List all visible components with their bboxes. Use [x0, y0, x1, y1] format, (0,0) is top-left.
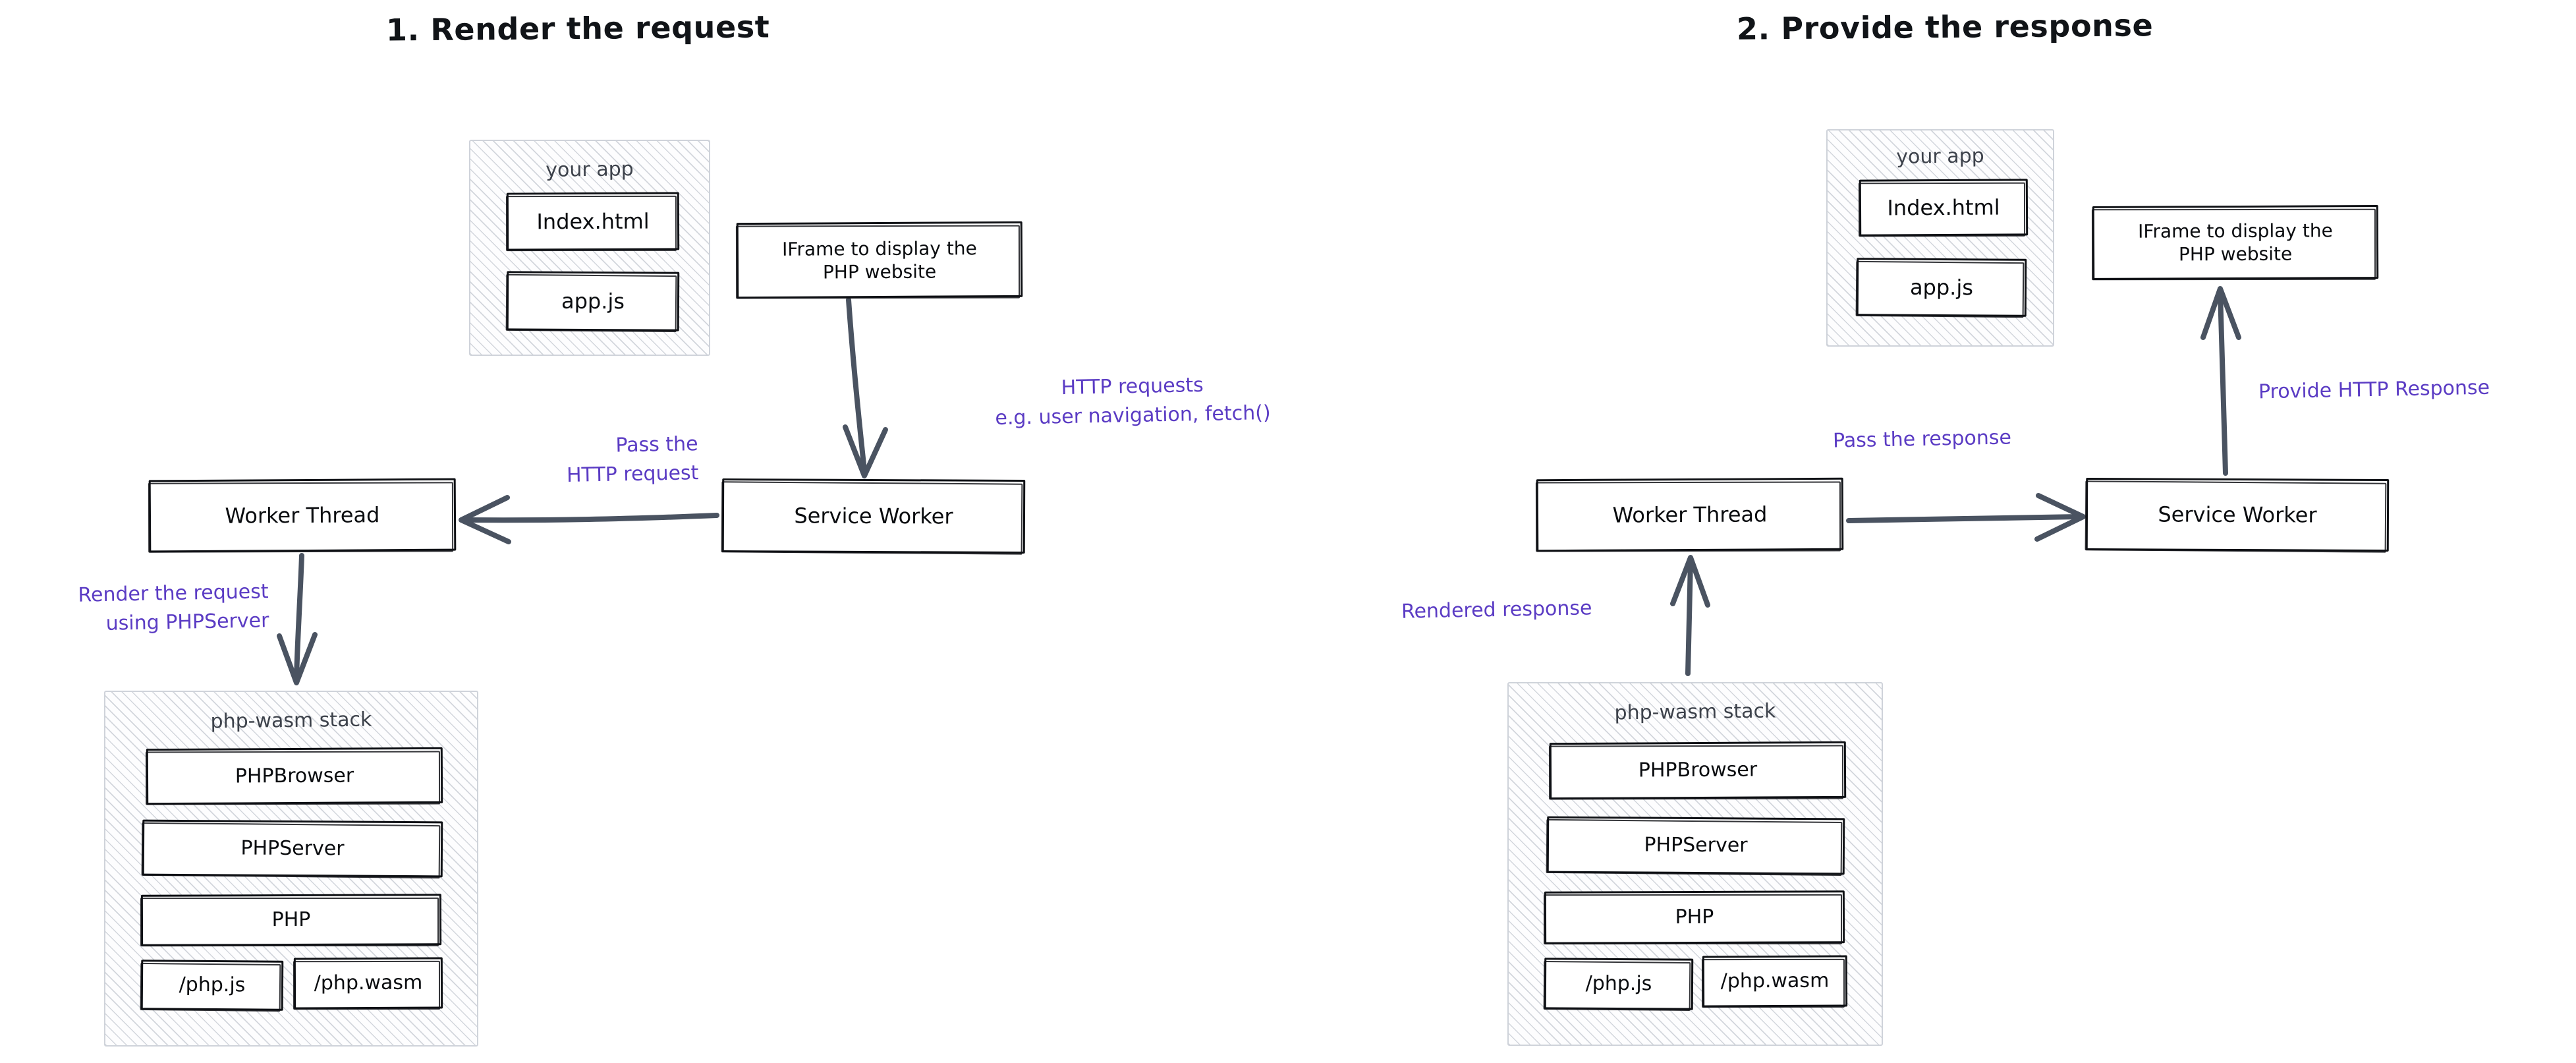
note-pass-http-request-line1: Pass the	[615, 432, 698, 457]
box-index-html-2[interactable]: Index.html	[1859, 179, 2029, 237]
group-label-your-app-2: your app	[1896, 144, 1984, 169]
note-render-request-phpserver: Render the request using PHPServer	[5, 577, 269, 640]
box-service-worker-label: Service Worker	[794, 503, 953, 529]
arrow-iframe-to-service-worker	[843, 297, 888, 478]
box-iframe-line2: PHP website	[822, 260, 937, 283]
box-phpserver-2-label: PHPServer	[1644, 833, 1748, 857]
box-phpserver[interactable]: PHPServer	[142, 819, 443, 878]
box-iframe-display-php-website-2[interactable]: IFrame to display the PHP website	[2092, 205, 2379, 280]
box-iframe-display-php-website[interactable]: IFrame to display the PHP website	[736, 221, 1023, 299]
note-render-request-line2: using PHPServer	[105, 608, 269, 635]
box-service-worker[interactable]: Service Worker	[721, 478, 1026, 554]
note-pass-the-response: Pass the response	[1833, 423, 2012, 455]
box-phpbrowser-2-label: PHPBrowser	[1638, 758, 1758, 782]
box-index-html[interactable]: Index.html	[506, 192, 680, 251]
panel-title-render-request: 1. Render the request	[385, 9, 770, 48]
box-php-js[interactable]: /php.js	[140, 960, 284, 1011]
box-php-2[interactable]: PHP	[1544, 890, 1845, 944]
note-provide-http-response-line1: Provide HTTP Response	[2258, 376, 2490, 404]
note-http-requests: HTTP requests e.g. user navigation, fetc…	[994, 370, 1271, 432]
group-label-php-wasm-stack: php-wasm stack	[210, 708, 372, 733]
box-php-js-2[interactable]: /php.js	[1544, 958, 1694, 1010]
box-index-html-label: Index.html	[536, 208, 650, 235]
box-php-2-label: PHP	[1675, 905, 1714, 929]
box-index-html-2-label: Index.html	[1887, 194, 2000, 221]
note-http-requests-line2: e.g. user navigation, fetch()	[995, 401, 1271, 430]
group-label-php-wasm-stack-2: php-wasm stack	[1614, 699, 1776, 725]
arrow-service-worker-to-worker-thread	[459, 495, 719, 544]
box-worker-thread-2-label: Worker Thread	[1612, 502, 1768, 528]
arrow-service-worker-to-iframe-2	[2200, 286, 2241, 476]
arrow-php-wasm-stack-to-worker-thread-2	[1670, 555, 1710, 676]
box-worker-thread-label: Worker Thread	[225, 502, 380, 529]
box-php-wasm-2[interactable]: /php.wasm	[1702, 955, 1848, 1008]
box-php-js-label: /php.js	[179, 973, 246, 997]
panel-title-provide-response: 2. Provide the response	[1736, 7, 2154, 47]
box-phpbrowser-label: PHPBrowser	[235, 764, 354, 788]
note-pass-http-request-line2: HTTP request	[566, 461, 699, 487]
box-php-wasm-label: /php.wasm	[314, 971, 423, 995]
group-label-your-app: your app	[546, 158, 634, 182]
box-php-wasm-2-label: /php.wasm	[1720, 969, 1830, 993]
note-render-request-line1: Render the request	[78, 580, 269, 607]
box-phpbrowser-2[interactable]: PHPBrowser	[1549, 741, 1847, 800]
box-app-js[interactable]: app.js	[506, 271, 680, 331]
box-iframe-2-label: IFrame to display the PHP website	[2131, 219, 2339, 266]
box-worker-thread-2[interactable]: Worker Thread	[1536, 477, 1844, 552]
box-phpserver-2[interactable]: PHPServer	[1546, 816, 1845, 875]
box-iframe-2-line1: IFrame to display the	[2138, 219, 2333, 243]
note-rendered-response-line1: Rendered response	[1401, 596, 1592, 623]
arrow-worker-thread-to-service-worker-2	[1846, 493, 2086, 542]
box-service-worker-2[interactable]: Service Worker	[2085, 477, 2390, 552]
box-app-js-label: app.js	[561, 288, 625, 314]
box-php-label: PHP	[271, 908, 311, 932]
box-iframe-label: IFrame to display the PHP website	[775, 237, 984, 284]
note-http-requests-line1: HTTP requests	[1061, 373, 1204, 400]
box-phpbrowser[interactable]: PHPBrowser	[146, 747, 443, 805]
box-iframe-2-line2: PHP website	[2178, 243, 2293, 266]
box-app-js-2[interactable]: app.js	[1856, 258, 2027, 317]
box-app-js-2-label: app.js	[1909, 274, 1974, 301]
box-phpserver-label: PHPServer	[240, 836, 345, 861]
box-worker-thread[interactable]: Worker Thread	[148, 478, 457, 553]
box-php-js-2-label: /php.js	[1585, 971, 1652, 996]
note-provide-http-response: Provide HTTP Response	[2258, 374, 2490, 407]
note-pass-the-response-line1: Pass the response	[1832, 426, 2012, 453]
box-iframe-line1: IFrame to display the	[781, 237, 977, 260]
box-php-wasm[interactable]: /php.wasm	[293, 957, 443, 1010]
box-service-worker-2-label: Service Worker	[2158, 502, 2317, 528]
note-rendered-response: Rendered response	[1401, 594, 1592, 626]
note-pass-http-request: Pass the HTTP request	[500, 430, 699, 491]
arrow-worker-thread-to-php-wasm-stack	[277, 553, 318, 685]
box-php[interactable]: PHP	[140, 894, 442, 946]
